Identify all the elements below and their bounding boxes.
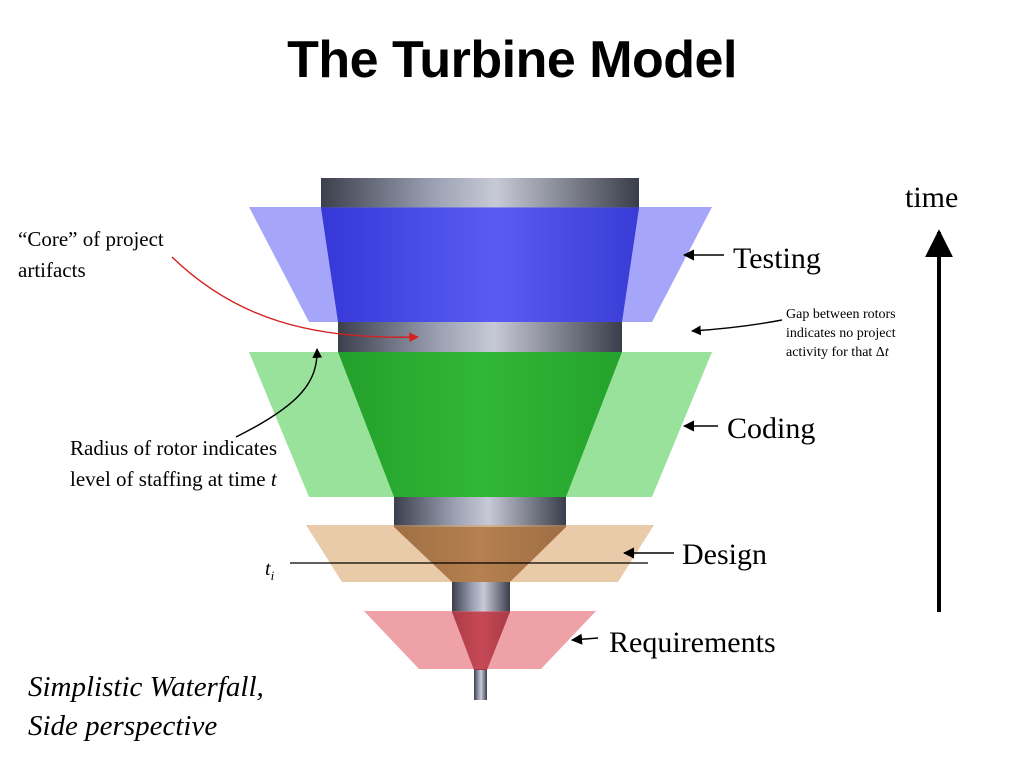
page-title: The Turbine Model: [287, 31, 737, 89]
core-annotation: “Core” of project artifacts: [18, 224, 164, 286]
arrow-core: [171, 256, 419, 343]
time-axis-label: time: [905, 181, 959, 214]
shaft-gap-design-requirements: [452, 580, 510, 612]
rotor-coding: [249, 352, 712, 497]
gap-annotation-line2: indicates no project: [786, 326, 896, 341]
ti-label: ti: [265, 558, 275, 583]
stage-label-testing: Testing: [733, 242, 821, 275]
core-annotation-line1: “Core” of project: [18, 227, 164, 251]
shaft-bottom: [474, 668, 487, 700]
shaft-top: [321, 178, 639, 208]
rotor-requirements: [364, 611, 596, 669]
caption-line2: Side perspective: [28, 710, 218, 742]
stage-label-design: Design: [682, 538, 767, 571]
gap-annotation-line3: activity for that Δt: [786, 345, 889, 360]
arrow-radius: [235, 348, 323, 438]
stage-label-coding: Coding: [727, 412, 816, 445]
rotor-testing: [249, 207, 712, 322]
gap-annotation-line1: Gap between rotors: [786, 307, 896, 322]
stage-label-requirements: Requirements: [609, 626, 776, 659]
gap-annotation: Gap between rotors indicates no project …: [786, 305, 896, 362]
radius-annotation: Radius of rotor indicates level of staff…: [70, 433, 277, 495]
arrow-gap: [691, 319, 783, 336]
shaft-gap-coding-design: [394, 495, 566, 527]
shaft-gap-testing-coding: [338, 320, 622, 352]
radius-annotation-line1: Radius of rotor indicates: [70, 436, 278, 460]
caption: Simplistic Waterfall, Side perspective: [28, 668, 264, 746]
radius-annotation-line2: level of staffing at time t: [70, 467, 277, 491]
rotor-design: [306, 525, 654, 582]
caption-line1: Simplistic Waterfall,: [28, 671, 264, 703]
arrow-requirements: [570, 633, 599, 645]
core-annotation-line2: artifacts: [18, 258, 86, 282]
